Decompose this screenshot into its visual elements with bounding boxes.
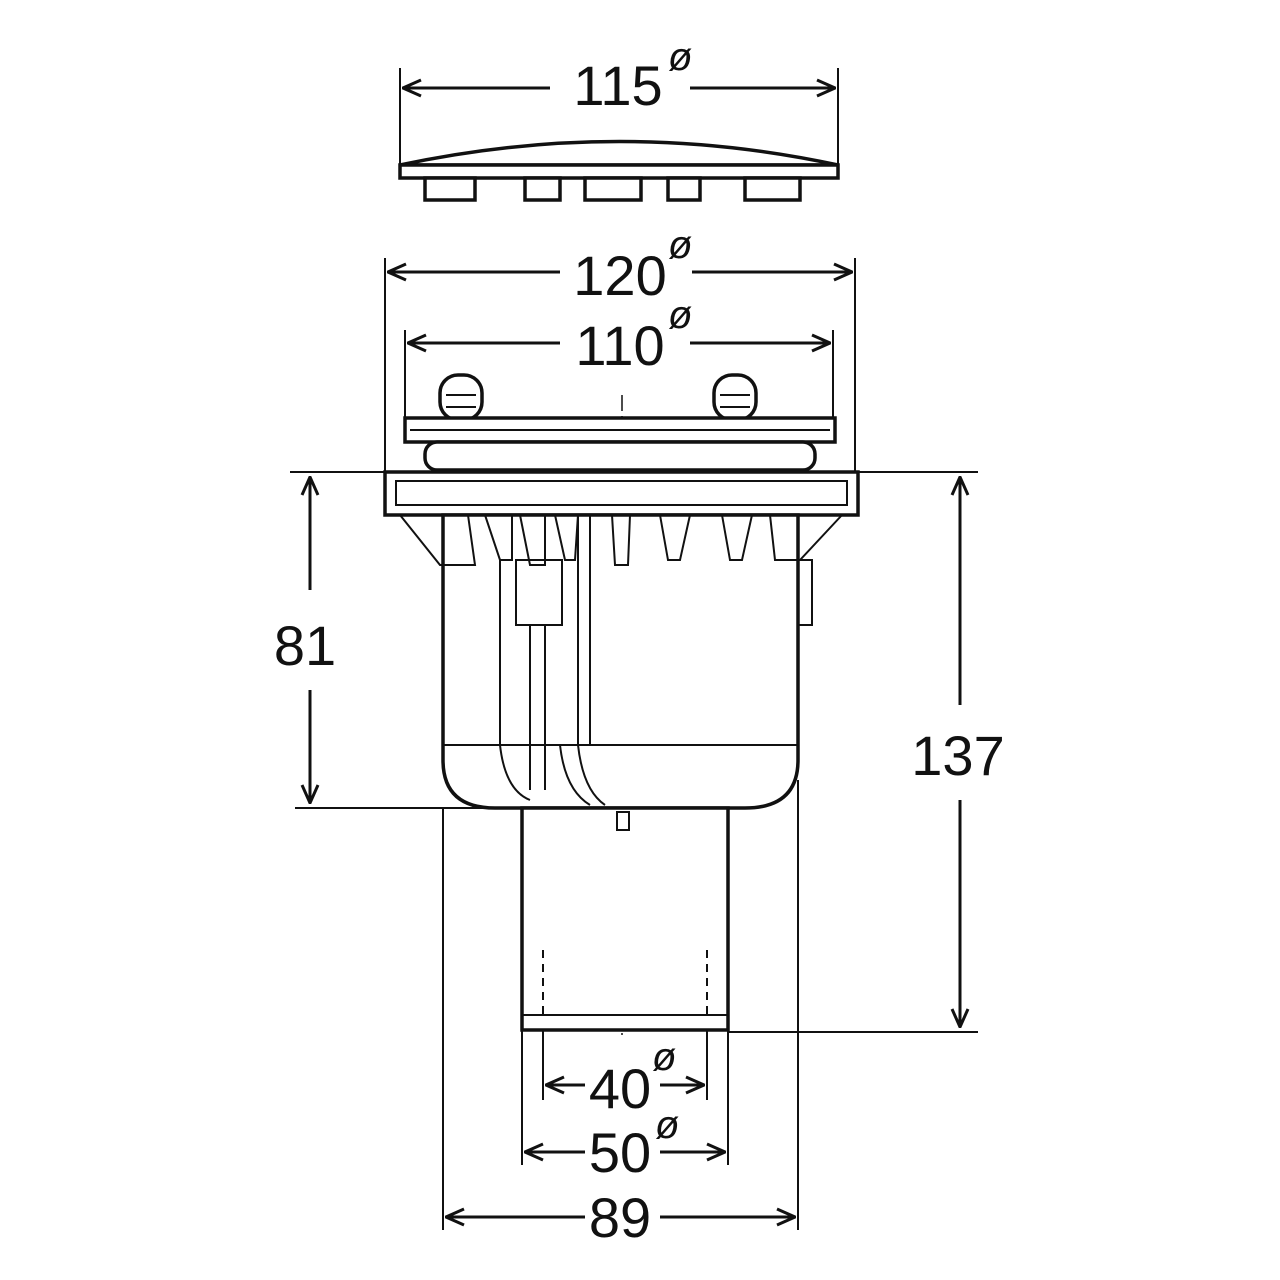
cover [398, 68, 840, 202]
label-89: 89 [589, 1186, 651, 1249]
dimension-110: 110 ø [408, 293, 830, 377]
label-137: 137 [911, 724, 1004, 787]
label-50: 50 [589, 1121, 651, 1184]
label-115: 115 [573, 54, 662, 117]
dimension-40: 40 ø [546, 1035, 704, 1120]
diameter-icon: ø [668, 223, 692, 267]
label-40: 40 [589, 1057, 651, 1120]
diameter-icon: ø [652, 1035, 676, 1079]
dimension-137: 137 [728, 471, 1005, 1033]
outlet [520, 806, 730, 1032]
grate [403, 373, 837, 472]
label-120: 120 [573, 244, 666, 307]
label-81: 81 [274, 614, 336, 677]
dimension-50: 50 ø [525, 1103, 725, 1184]
diameter-icon: ø [668, 293, 692, 337]
dimension-120: 120 ø [388, 223, 852, 307]
body [399, 513, 843, 810]
dimension-89: 89 [446, 1186, 795, 1249]
label-110: 110 [575, 314, 664, 377]
diameter-icon: ø [655, 1103, 679, 1147]
dimension-115: 115 ø [403, 35, 835, 117]
diameter-icon: ø [668, 35, 692, 79]
dimension-81: 81 [274, 471, 490, 809]
flange [383, 470, 860, 517]
